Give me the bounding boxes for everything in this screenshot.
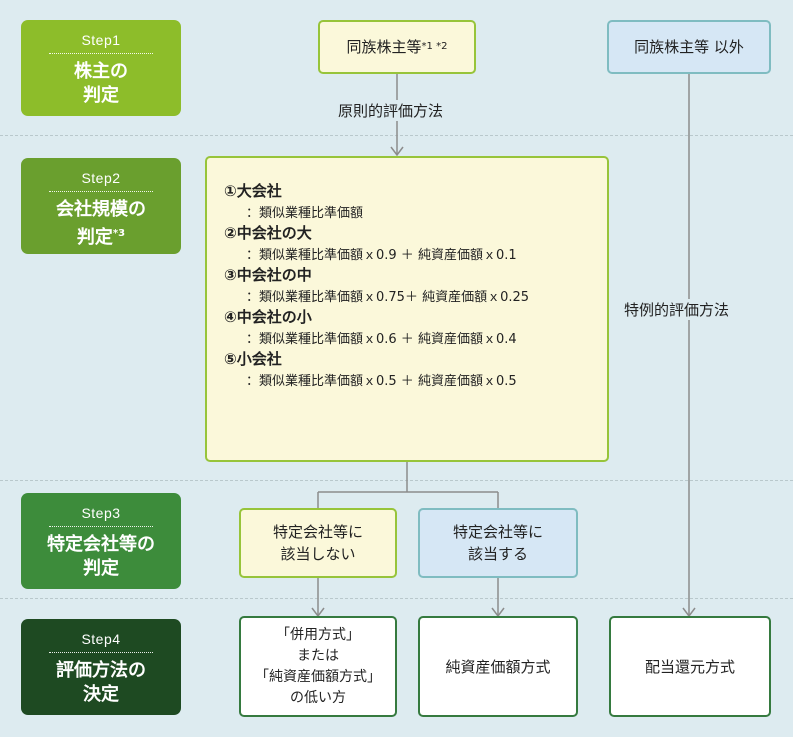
company-size-name: ③中会社の中	[224, 266, 312, 284]
divider	[0, 480, 793, 481]
step-title-line: 判定	[83, 85, 119, 106]
box-text: 配当還元方式	[644, 657, 735, 676]
footnote-mark: *1 *2	[421, 41, 448, 52]
divider	[0, 598, 793, 599]
box-text: または	[297, 647, 339, 664]
company-size-item: ⑤小会社 ：類似業種比準価額ｘ0.5 ＋ 純資産価額ｘ0.5	[224, 349, 607, 391]
step-title-line: 特定会社等の	[47, 534, 155, 555]
box-text: 該当する	[467, 545, 528, 563]
dividend-method-box: 配当還元方式	[609, 616, 771, 717]
company-size-name: ②中会社の大	[224, 224, 312, 242]
step-title-line: 評価方法の	[56, 660, 146, 681]
step4-badge: Step4 評価方法の 決定	[21, 619, 181, 715]
non-family-shareholder-box: 同族株主等 以外	[607, 20, 771, 74]
company-size-formula: ：類似業種比準価額ｘ0.5 ＋ 純資産価額ｘ0.5	[246, 374, 517, 389]
step-separator	[49, 652, 153, 653]
company-size-name: ①大会社	[224, 182, 282, 200]
special-method-label: 特例的評価方法	[620, 299, 734, 320]
box-text: 「純資産価額方式」	[255, 668, 381, 685]
step-separator	[49, 53, 153, 54]
specific-company-box: 特定会社等に 該当する	[418, 508, 578, 578]
box-text: 特定会社等に	[272, 523, 363, 541]
box-text: 特定会社等に	[452, 523, 543, 541]
step-label: Step4	[81, 631, 121, 647]
combined-method-box: 「併用方式」 または 「純資産価額方式」 の低い方	[239, 616, 397, 717]
step-title-line: 会社規模の	[56, 199, 146, 220]
box-text: 同族株主等	[346, 38, 422, 56]
box-text: 「併用方式」	[276, 626, 360, 643]
company-size-formula: ：類似業種比準価額ｘ0.6 ＋ 純資産価額ｘ0.4	[246, 332, 517, 347]
step-title: 株主の 判定	[21, 60, 181, 108]
step-label: Step2	[81, 170, 121, 186]
step-title-line: 株主の	[74, 61, 128, 82]
step-title-line: 判定	[83, 558, 119, 579]
step-separator	[49, 526, 153, 527]
box-text: 同族株主等 以外	[634, 38, 744, 56]
net-asset-method-box: 純資産価額方式	[418, 616, 578, 717]
company-size-formula: ：類似業種比準価額ｘ0.9 ＋ 純資産価額ｘ0.1	[246, 248, 517, 263]
principle-method-label: 原則的評価方法	[334, 100, 448, 121]
arrow-head	[390, 146, 404, 157]
step-title-line: 決定	[83, 684, 119, 705]
step-title: 特定会社等の 判定	[21, 533, 181, 581]
company-size-name: ⑤小会社	[224, 350, 282, 368]
step-separator	[49, 191, 153, 192]
step3-badge: Step3 特定会社等の 判定	[21, 493, 181, 589]
step-label: Step3	[81, 505, 121, 521]
step-title: 評価方法の 決定	[21, 659, 181, 707]
step-title-line: 判定*3	[21, 222, 181, 250]
box-text: 該当しない	[280, 545, 356, 563]
box-text: の低い方	[290, 689, 346, 706]
not-specific-company-box: 特定会社等に 該当しない	[239, 508, 397, 578]
company-size-item: ③中会社の中 ：類似業種比準価額ｘ0.75＋ 純資産価額ｘ0.25	[224, 265, 607, 307]
box-text: 純資産価額方式	[445, 657, 551, 676]
company-size-item: ①大会社 ：類似業種比準価額	[224, 181, 607, 223]
company-size-item: ②中会社の大 ：類似業種比準価額ｘ0.9 ＋ 純資産価額ｘ0.1	[224, 223, 607, 265]
step-label: Step1	[81, 32, 121, 48]
step1-badge: Step1 株主の 判定	[21, 20, 181, 116]
step2-badge: Step2 会社規模の 判定*3	[21, 158, 181, 254]
footnote-mark: *3	[112, 228, 126, 239]
family-shareholder-box: 同族株主等*1 *2	[318, 20, 476, 74]
company-size-name: ④中会社の小	[224, 308, 312, 326]
company-size-box: ①大会社 ：類似業種比準価額 ②中会社の大 ：類似業種比準価額ｘ0.9 ＋ 純資…	[205, 156, 609, 462]
step-title: 会社規模の 判定*3	[21, 198, 181, 250]
company-size-formula: ：類似業種比準価額ｘ0.75＋ 純資産価額ｘ0.25	[246, 290, 530, 305]
company-size-formula: ：類似業種比準価額	[246, 206, 364, 221]
company-size-item: ④中会社の小 ：類似業種比準価額ｘ0.6 ＋ 純資産価額ｘ0.4	[224, 307, 607, 349]
step-title-text: 判定	[76, 227, 113, 248]
